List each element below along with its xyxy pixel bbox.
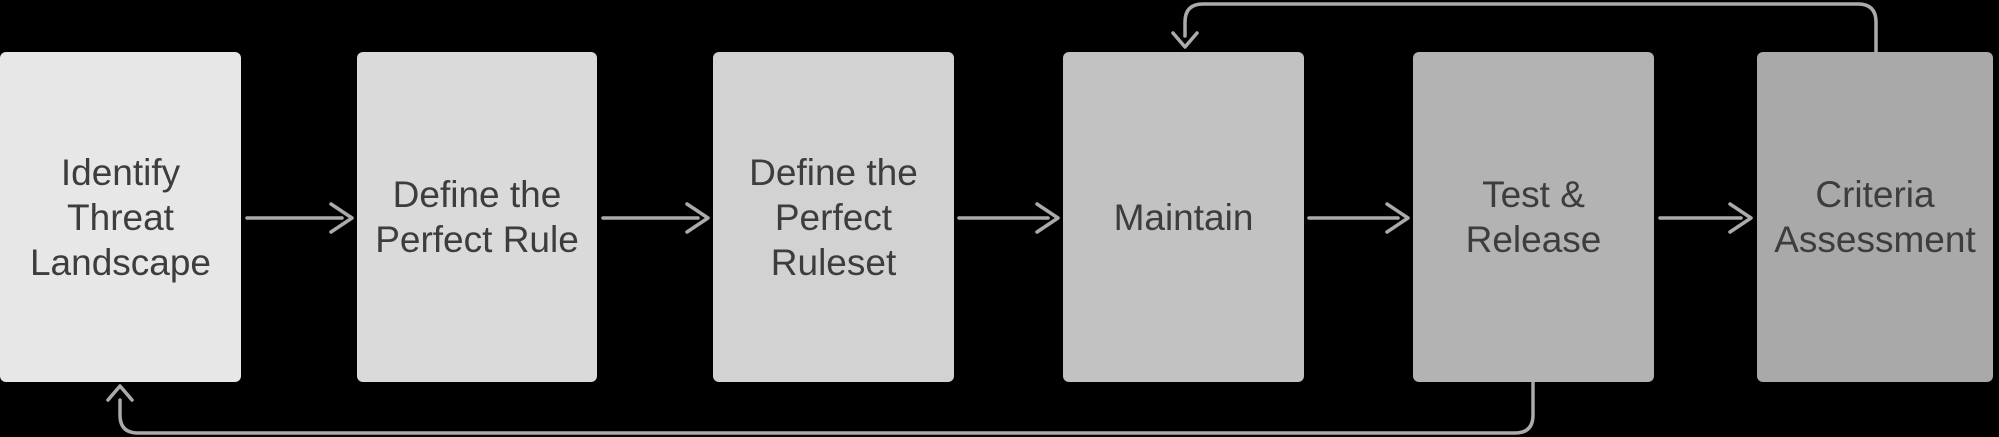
step-label-define-the-perfect-ruleset: Define the Perfect Ruleset xyxy=(749,151,918,283)
step-label-maintain: Maintain xyxy=(1113,196,1254,238)
arrow-define-ruleset-to-maintain xyxy=(957,202,1060,234)
arrow-identify-to-define-rule xyxy=(245,202,354,234)
step-label-criteria-assessment: Criteria Assessment xyxy=(1774,174,1976,260)
step-box-define-the-perfect-rule: Define the Perfect Rule xyxy=(357,52,597,382)
step-box-define-the-perfect-ruleset: Define the Perfect Ruleset xyxy=(713,52,954,382)
arrow-test-release-to-criteria xyxy=(1658,202,1753,234)
step-label-define-the-perfect-rule: Define the Perfect Rule xyxy=(375,174,579,260)
step-box-maintain: Maintain xyxy=(1063,52,1304,382)
arrow-maintain-to-test-release xyxy=(1307,202,1410,234)
step-label-identify-threat-landscape: Identify Threat Landscape xyxy=(29,151,212,283)
step-label-test-release: Test & Release xyxy=(1465,174,1602,260)
step-box-identify-threat-landscape: Identify Threat Landscape xyxy=(0,52,241,382)
feedback-arrow-criteria-to-maintain xyxy=(1171,2,1878,54)
feedback-arrow-test-release-to-identify xyxy=(106,381,1535,435)
step-box-criteria-assessment: Criteria Assessment xyxy=(1757,52,1993,382)
step-box-test-release: Test & Release xyxy=(1413,52,1654,382)
arrow-define-rule-to-define-ruleset xyxy=(601,202,710,234)
